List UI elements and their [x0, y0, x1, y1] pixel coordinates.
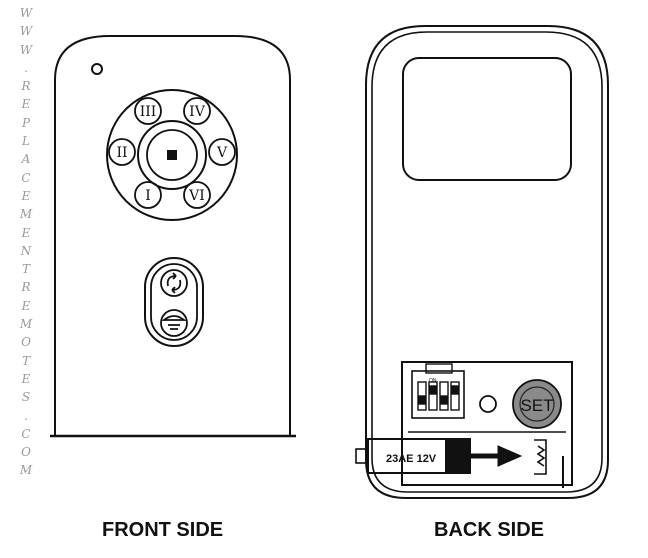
battery-negative-band — [445, 438, 471, 474]
watermark-char: T — [21, 353, 30, 368]
label-window — [402, 57, 572, 181]
watermark-char: R — [21, 79, 31, 94]
led-indicator — [91, 63, 103, 75]
watermark-char: O — [21, 335, 31, 350]
battery-spring-contact — [534, 439, 547, 475]
dip-switches — [417, 381, 460, 411]
rocker-inner — [150, 263, 198, 341]
watermark-char: C — [21, 170, 31, 185]
watermark-char: E — [21, 188, 31, 203]
light-button[interactable] — [160, 309, 188, 337]
watermark-char: C — [21, 426, 31, 441]
watermark-char: . — [24, 408, 28, 423]
watermark-char: P — [21, 115, 31, 130]
battery-compartment — [401, 361, 573, 486]
dip-switch-2[interactable] — [428, 381, 438, 411]
front-remote-body — [54, 35, 291, 436]
speed-label-vi: VI — [188, 188, 205, 204]
speed-label-iii: III — [140, 104, 157, 120]
speed-label-ii: II — [116, 145, 127, 161]
watermark-char: E — [21, 225, 31, 240]
watermark-char: A — [21, 152, 31, 167]
speed-button-ii[interactable] — [108, 138, 136, 166]
watermark-char: M — [19, 207, 33, 222]
back-side-caption: BACK SIDE — [434, 519, 545, 541]
light-icon — [161, 315, 187, 330]
stop-square-icon — [167, 150, 177, 160]
back-remote — [355, 25, 609, 499]
rocker-outer — [144, 257, 204, 347]
watermark-char: T — [21, 262, 30, 277]
reverse-arrow-icon — [166, 272, 182, 294]
watermark-char: O — [21, 445, 31, 460]
speed-labels: III IV II V I VI — [116, 104, 227, 204]
speed-button-i[interactable] — [134, 181, 162, 209]
watermark-char: W — [19, 24, 33, 39]
watermark-char: L — [22, 134, 30, 149]
speed-label-v: V — [216, 145, 228, 161]
speed-button-v[interactable] — [208, 138, 236, 166]
speed-button-vi[interactable] — [183, 181, 211, 209]
watermark-char: . — [24, 60, 28, 75]
watermark-char: M — [19, 463, 33, 478]
speed-button-iii[interactable] — [134, 97, 162, 125]
watermark-char: S — [21, 390, 31, 405]
dip-switch-header — [425, 363, 453, 374]
watermark-char: R — [21, 280, 31, 295]
dip-switch-block — [411, 370, 465, 419]
front-remote — [50, 35, 296, 438]
watermark-char: E — [21, 298, 31, 313]
dip-switch-1[interactable] — [417, 381, 427, 411]
dip-on-label: ON — [429, 378, 437, 384]
watermark-char: W — [19, 6, 33, 20]
back-remote-outer-body — [365, 25, 609, 499]
front-side-caption: FRONT SIDE — [102, 519, 224, 541]
watermark-char: E — [21, 371, 31, 386]
pairing-hole — [479, 395, 497, 413]
speed-label-iv: IV — [189, 104, 206, 120]
set-button[interactable]: SET — [512, 379, 562, 429]
dial-inner-ring — [137, 120, 207, 190]
watermark-char: M — [19, 317, 33, 332]
dip-switch-4[interactable] — [450, 381, 460, 411]
speed-label-i: I — [145, 188, 151, 204]
insert-arrow-icon — [470, 445, 523, 467]
reverse-button[interactable] — [160, 269, 188, 297]
dial-outer-ring — [106, 89, 238, 221]
watermark-char: W — [19, 42, 33, 57]
battery-label: 23AE 12V — [386, 453, 437, 465]
watermark-char: N — [20, 243, 32, 258]
dip-switch-3[interactable] — [439, 381, 449, 411]
dial-center-ring — [146, 129, 198, 181]
speed-button-iv[interactable] — [183, 97, 211, 125]
set-button-label: SET — [520, 396, 553, 415]
back-remote-inner-body — [371, 31, 603, 493]
watermark-char: E — [21, 97, 31, 112]
